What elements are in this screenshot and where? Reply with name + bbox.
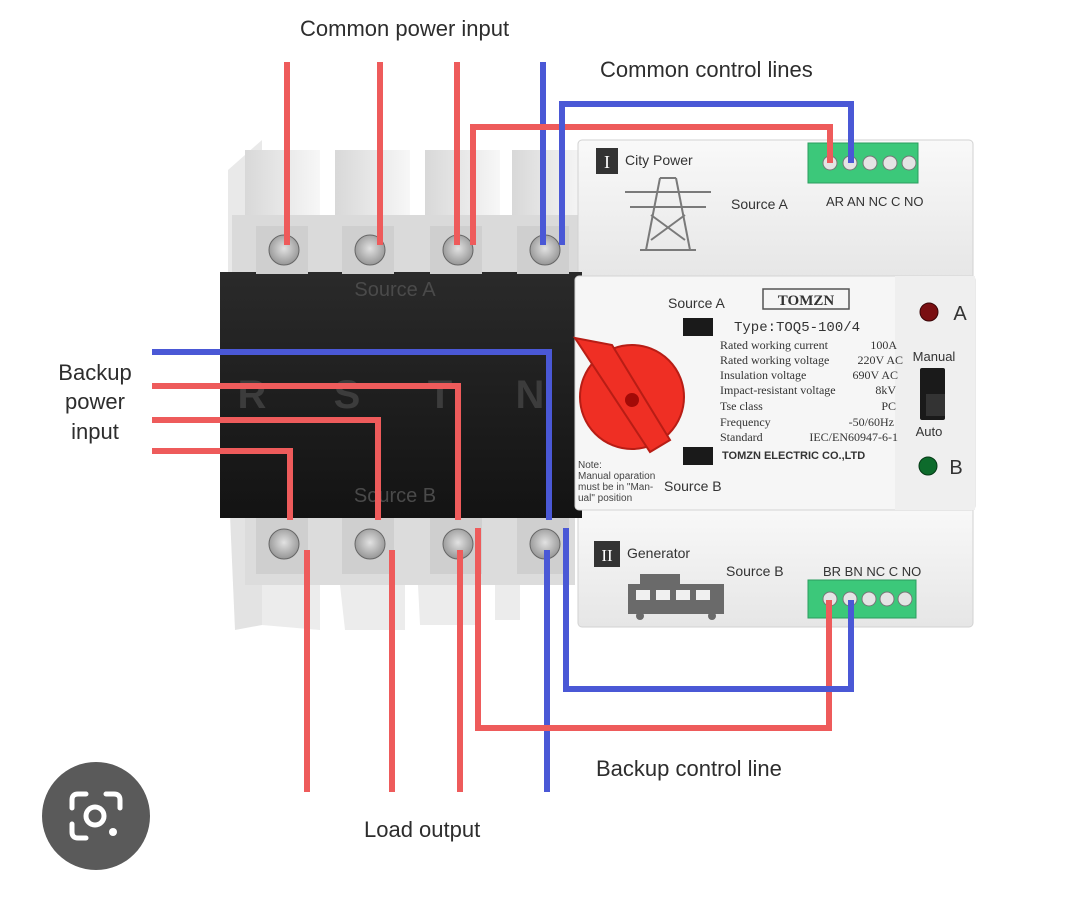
common-control-line-blue [559, 101, 854, 245]
caption-backup-power-input: Backup power input [40, 360, 150, 444]
upper-panel-source: Source A [731, 196, 788, 212]
caption-line: Backup [58, 360, 132, 385]
note-line: Manual oparation [578, 471, 655, 482]
spec-value: 8kV [875, 383, 896, 397]
spec-label: Tse class [720, 399, 763, 413]
caption-common-control-lines: Common control lines [600, 57, 813, 82]
source-b-window [683, 447, 713, 465]
backup-control-line-blue [563, 528, 854, 692]
manual-label: Manual [913, 349, 956, 364]
caption-common-power-input: Common power input [300, 16, 510, 41]
backup-control-line-red [475, 528, 832, 731]
caption-load-output: Load output [364, 817, 481, 842]
spec-value: 220V AC [858, 353, 903, 367]
common-control-line-red [470, 124, 833, 245]
indicator-a-label: A [953, 303, 967, 325]
brand-logo: TOMZN [778, 293, 835, 309]
spec-label: Frequency [720, 415, 771, 429]
generator-icon [628, 574, 724, 620]
phase-label-t: T [428, 373, 452, 417]
spec-label: Insulation voltage [720, 368, 806, 382]
indicator-b-label: B [949, 457, 962, 479]
backup-power-input-wire-n [152, 349, 552, 520]
spec-table: Rated working current 100A Rated working… [720, 338, 903, 444]
upper-panel-numeral: I [604, 152, 610, 172]
lower-panel-source: Source B [726, 563, 784, 579]
note-line: ual" position [578, 493, 632, 504]
front-face-plate: Source A Source B TOMZN Type:TOQ5-100/4 … [574, 275, 976, 511]
lower-panel-title: Generator [627, 545, 690, 561]
indicator-lamp-b [918, 456, 938, 476]
wiring [152, 62, 854, 792]
auto-label: Auto [916, 424, 943, 439]
caption-line: power [65, 389, 125, 415]
backup-power-input-wire-r [152, 448, 293, 520]
spec-label: Standard [720, 430, 763, 444]
spec-label: Rated working current [720, 338, 829, 352]
spec-value: -50/60Hz [849, 415, 894, 429]
lens-search-button[interactable] [42, 762, 150, 870]
upper-control-module: I City Power Source A AR AN NC C NO [577, 139, 974, 281]
camera-search-icon [69, 791, 123, 841]
block-source-a-label: Source A [354, 279, 436, 301]
note-line: must be in "Man- [578, 482, 653, 493]
phase-label-n: N [516, 373, 545, 417]
type-label: Type:TOQ5-100/4 [734, 320, 860, 336]
manual-operation-note: Note: Manual oparation must be in "Man- … [578, 460, 655, 504]
power-pylon-icon [625, 177, 711, 251]
source-a-window [683, 318, 713, 336]
caption-line: input [71, 418, 119, 444]
black-switching-block: Source A Source B R S T N [220, 272, 582, 518]
lower-panel-numeral: II [601, 546, 613, 565]
spec-label: Impact-resistant voltage [720, 383, 836, 397]
backup-power-input-wire-s [152, 417, 381, 520]
handle-lamp [625, 393, 639, 407]
block-source-b-label: Source B [354, 485, 436, 507]
selector-knob [926, 394, 945, 416]
phase-label-r: R [238, 373, 267, 417]
spec-value: IEC/EN60947-6-1 [809, 430, 898, 444]
caption-backup-control-line: Backup control line [596, 756, 782, 781]
lower-control-module: II Generator Source B BR BN NC C NO [577, 504, 974, 628]
backup-power-input-wire-t [152, 383, 461, 520]
spec-label: Rated working voltage [720, 353, 829, 367]
note-line: Note: [578, 460, 602, 471]
spec-value: PC [881, 399, 896, 413]
spec-value: 100A [870, 338, 897, 352]
indicator-lamp-a [919, 302, 939, 322]
upper-line-terminals [256, 226, 569, 274]
lower-terminal-labels: BR BN NC C NO [823, 564, 921, 579]
upper-terminal-labels: AR AN NC C NO [826, 194, 924, 209]
source-a-label: Source A [668, 295, 725, 311]
phase-label-s: S [334, 373, 361, 417]
rotary-handle[interactable] [572, 336, 685, 454]
spec-value: 690V AC [853, 368, 898, 382]
company-label: TOMZN ELECTRIC CO.,LTD [722, 450, 865, 462]
switch-body: I City Power Source A AR AN NC C NO [220, 139, 976, 630]
source-b-label: Source B [664, 478, 722, 494]
upper-panel-title: City Power [625, 152, 693, 168]
